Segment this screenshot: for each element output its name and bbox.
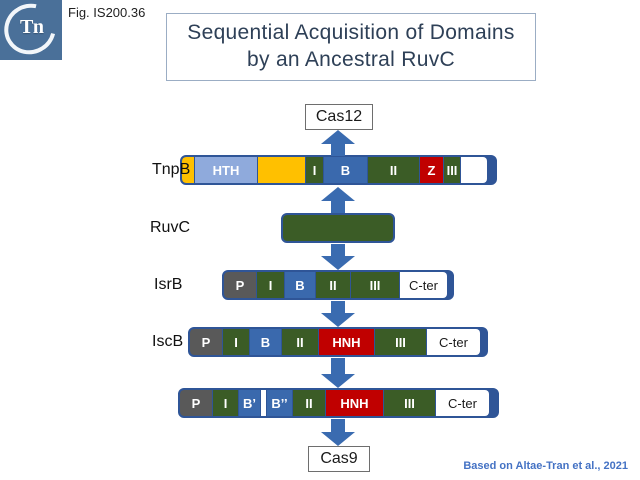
domain-isrb-ii-3: II	[316, 272, 351, 298]
domain-iscb-iii-5: III	[375, 329, 427, 355]
arrow-shaft	[331, 358, 345, 375]
domain-tnpb-b-4: B	[324, 157, 368, 183]
figure-label: Fig. IS200.36	[68, 5, 146, 20]
title-line-1: Sequential Acquisition of Domains	[187, 21, 515, 45]
domain-cas9-precursor-ii-5: II	[293, 390, 326, 416]
domain-tnpb-blank-8	[461, 157, 487, 183]
domain-tnpb-blank-2	[258, 157, 306, 183]
domain-iscb-p-0: P	[190, 329, 223, 355]
domain-cas9-precursor-iii-7: III	[384, 390, 436, 416]
domain-tnpb-iii-7: III	[444, 157, 461, 183]
domain-tnpb-z-6: Z	[420, 157, 444, 183]
row-label-isrb: IsrB	[154, 276, 183, 293]
arrow-cas9precursor-to-cas9	[321, 419, 355, 446]
arrow-shaft	[331, 143, 345, 156]
row-label-iscb: IscB	[152, 333, 184, 350]
domain-iscb-b-2: B	[250, 329, 282, 355]
domain-isrb-b-2: B	[285, 272, 316, 298]
title-line-2: by an Ancestral RuvC	[247, 48, 455, 71]
row-label-tnpb: TnpB	[152, 161, 191, 178]
domain-isrb-cter-5: C-ter	[400, 272, 447, 298]
domain-isrb-p-0: P	[224, 272, 257, 298]
figure-credit: Based on Altae-Tran et al., 2021	[463, 460, 628, 472]
arrow-isrb-to-iscb	[321, 301, 355, 327]
arrow-shaft	[331, 301, 345, 314]
domain-isrb-i-1: I	[257, 272, 285, 298]
arrow-head-icon	[321, 313, 355, 327]
ctn-logo: Tn	[0, 0, 66, 64]
domain-iscb-i-1: I	[223, 329, 250, 355]
cas9-endpoint-box: Cas9	[308, 446, 370, 472]
arrow-head-icon	[321, 432, 355, 446]
arrow-iscb-to-cas9precursor	[321, 358, 355, 388]
domain-isrb-iii-4: III	[351, 272, 400, 298]
arrow-head-icon	[321, 187, 355, 201]
domain-tnpb-hth-1: HTH	[195, 157, 258, 183]
arrow-tnpb-to-cas12	[321, 130, 355, 156]
domain-cas9-precursor-hnh-6: HNH	[326, 390, 384, 416]
domain-ruvc-blank-0	[283, 215, 393, 241]
domain-cas9-precursor-i-1: I	[213, 390, 239, 416]
arrow-shaft	[331, 200, 345, 213]
arrow-shaft	[331, 244, 345, 257]
domain-iscb-cter-6: C-ter	[427, 329, 480, 355]
row-label-ruvc: RuvC	[150, 219, 191, 236]
domain-cas9-precursor-p-0: P	[180, 390, 213, 416]
arrow-ruvc-to-tnpb	[321, 187, 355, 213]
arrow-shaft	[331, 419, 345, 433]
domain-iscb-ii-3: II	[282, 329, 319, 355]
domain-cas9-precursor-divider-3	[261, 390, 267, 416]
figure-title: Sequential Acquisition of Domains by an …	[166, 13, 536, 81]
arrow-ruvc-to-isrb	[321, 244, 355, 270]
domain-tnpb-ii-5: II	[368, 157, 420, 183]
protein-bar-ruvc	[281, 213, 395, 243]
arrow-head-icon	[321, 130, 355, 144]
domain-iscb-hnh-4: HNH	[319, 329, 375, 355]
domain-tnpb-i-3: I	[306, 157, 324, 183]
logo-tn-text: Tn	[20, 16, 44, 38]
arrow-head-icon	[321, 256, 355, 270]
domain-cas9-precursor-b-2: B’	[239, 390, 261, 416]
domain-cas9-precursor-b-4: B’’	[267, 390, 293, 416]
domain-cas9-precursor-cter-8: C-ter	[436, 390, 489, 416]
arrow-head-icon	[321, 374, 355, 388]
cas12-endpoint-box: Cas12	[305, 104, 373, 130]
domain-tnpb-blank-0	[182, 157, 195, 183]
